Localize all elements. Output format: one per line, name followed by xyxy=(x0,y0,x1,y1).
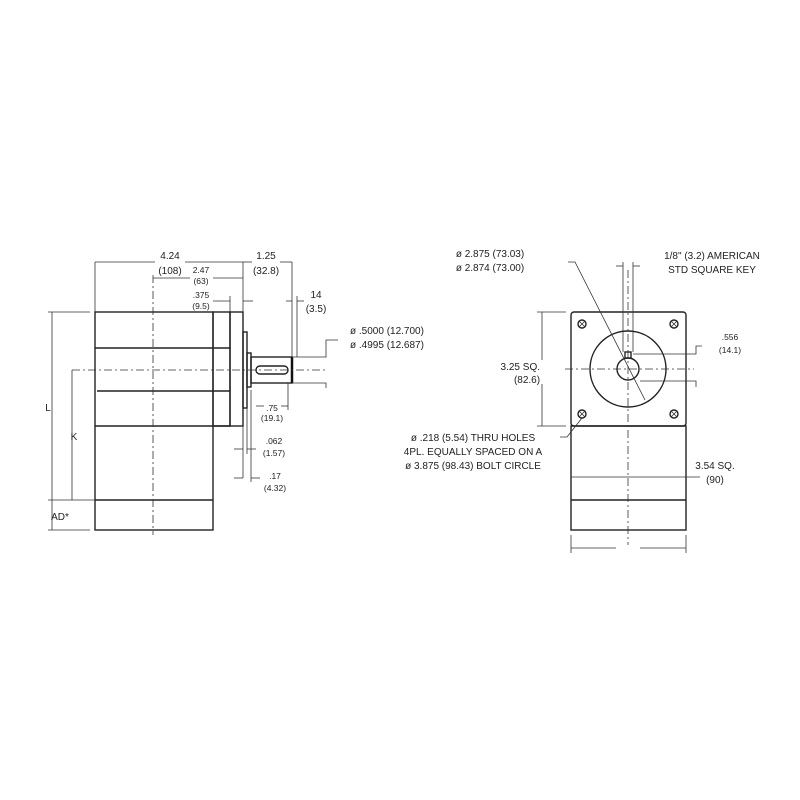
svg-text:(32.8): (32.8) xyxy=(253,266,279,277)
dim-flange-square: 3.25 SQ. xyxy=(501,362,540,373)
front-view: ø 2.875 (73.03) ø 2.874 (73.00) 1/8" (3.… xyxy=(404,249,760,553)
key-spec-line1: 1/8" (3.2) AMERICAN xyxy=(664,251,760,262)
svg-text:(82.6): (82.6) xyxy=(514,375,540,386)
dim-key-height: .556 xyxy=(722,332,739,342)
key-spec-line2: STD SQUARE KEY xyxy=(668,265,756,276)
svg-text:(14.1): (14.1) xyxy=(719,345,741,355)
dim-key-length: .75 xyxy=(266,403,278,413)
side-view: 4.24 (108) 2.47 (63) .375 (9.5) 1.25 (32… xyxy=(45,251,424,535)
holes-note-line3: ø 3.875 (98.43) BOLT CIRCLE xyxy=(405,461,541,472)
dim-ad: AD* xyxy=(51,512,69,523)
dim-k: K xyxy=(71,432,78,443)
dim-body-square: 3.54 SQ. xyxy=(695,461,734,472)
dim-flange-thickness: .375 xyxy=(193,290,210,300)
dim-l: L xyxy=(45,403,51,414)
dim-shaft-dia-min: ø .4995 (12.687) xyxy=(350,340,424,351)
dim-pilot-dia-min: ø 2.874 (73.00) xyxy=(456,263,524,274)
body-section xyxy=(570,425,687,531)
svg-text:(1.57): (1.57) xyxy=(263,448,285,458)
dim-overall-length: 4.24 xyxy=(160,251,180,262)
dim-pilot-dia-max: ø 2.875 (73.03) xyxy=(456,249,524,260)
svg-text:(4.32): (4.32) xyxy=(264,483,286,493)
svg-text:(9.5): (9.5) xyxy=(192,301,210,311)
dim-shaft-length: 1.25 xyxy=(256,251,276,262)
dim-shaft-end: 14 xyxy=(310,290,322,301)
flange xyxy=(229,311,244,427)
holes-note-line1: ø .218 (5.54) THRU HOLES xyxy=(411,433,536,444)
holes-note-line2: 4PL. EQUALLY SPACED ON A xyxy=(404,447,543,458)
svg-text:(63): (63) xyxy=(193,276,208,286)
bolt-holes xyxy=(577,319,679,419)
svg-text:(90): (90) xyxy=(706,475,724,486)
svg-text:(108): (108) xyxy=(158,266,181,277)
dim-pilot-offset: .17 xyxy=(269,471,281,481)
dim-pilot-depth: .062 xyxy=(266,436,283,446)
dim-body-to-flange: 2.47 xyxy=(193,265,210,275)
svg-text:(3.5): (3.5) xyxy=(306,304,327,315)
motor-body xyxy=(94,311,214,531)
dim-shaft-dia-max: ø .5000 (12.700) xyxy=(350,326,424,337)
svg-text:(19.1): (19.1) xyxy=(261,413,283,423)
